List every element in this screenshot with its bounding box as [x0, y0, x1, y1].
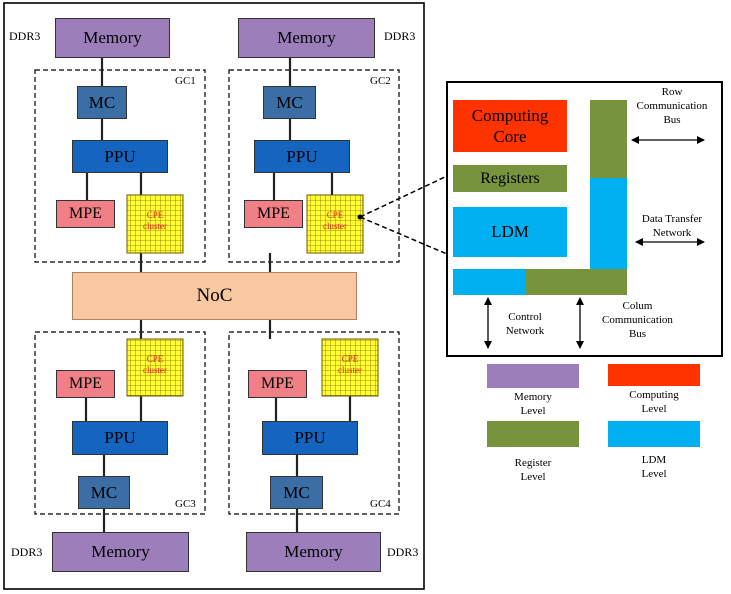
ddr3-label-1: DDR3	[9, 29, 41, 43]
core-panel-border	[446, 81, 723, 357]
gc4-label: GC4	[370, 498, 391, 510]
gc2-label: GC2	[370, 75, 391, 87]
mpe-gc1: MPE	[56, 200, 115, 228]
gc3-connectors	[84, 320, 143, 532]
computing-line1: Computing	[471, 105, 549, 125]
colum-bus-line1: Colum	[622, 300, 653, 312]
mc-gc4: MC	[270, 476, 323, 509]
ddr3-label-2: DDR3	[384, 29, 416, 43]
mc-gc3: MC	[78, 476, 130, 509]
chip-border	[3, 2, 425, 590]
legend-ldm-line1: LDM	[641, 454, 667, 466]
ddr3-label-3: DDR3	[11, 545, 43, 559]
cpe-text: CPE	[326, 210, 344, 220]
row-bus-line2: Communication	[636, 99, 708, 112]
gc1-cpe-grid	[126, 194, 184, 254]
cpe-text: CPE	[146, 354, 164, 364]
cluster-text: cluster	[323, 221, 347, 232]
memory-gc4: Memory	[246, 532, 381, 572]
legend-register-label: Register Level	[487, 457, 579, 485]
legend-memory-line1: Memory	[514, 391, 552, 403]
cpe-text: CPE	[146, 210, 164, 220]
mpe-gc3: MPE	[56, 370, 115, 398]
control-bar-blue	[453, 269, 525, 295]
bus-arrows	[484, 136, 705, 349]
legend-memory-line2: Level	[520, 404, 546, 417]
gc2-boundary	[228, 69, 400, 263]
row-bus-green	[590, 100, 627, 178]
row-bus-label: Row Communication Bus	[626, 86, 718, 127]
cluster-text: cluster	[143, 365, 167, 376]
legend-ldm-label: LDM Level	[608, 454, 700, 482]
data-transfer-line2: Network	[652, 226, 692, 239]
ddr3-label-4: DDR3	[387, 545, 419, 559]
mc-gc1: MC	[77, 86, 127, 119]
cluster-text: cluster	[338, 365, 362, 376]
data-transfer-label: Data Transfer Network	[628, 213, 716, 241]
row-bus-line1: Row	[661, 86, 683, 98]
ppu-gc1: PPU	[72, 140, 168, 173]
ppu-gc4: PPU	[262, 421, 358, 455]
gc1-boundary	[34, 69, 206, 263]
legend-register-line2: Level	[520, 470, 546, 483]
colum-bus-line2: Communication	[602, 313, 673, 326]
gc1-label: GC1	[175, 75, 196, 87]
legend-computing-swatch	[608, 364, 700, 386]
zoom-origin-dot	[357, 214, 363, 220]
mpe-gc4: MPE	[248, 370, 307, 398]
mpe-gc2: MPE	[244, 200, 303, 228]
data-transfer-line1: Data Transfer	[641, 213, 703, 225]
legend-memory-label: Memory Level	[487, 391, 579, 419]
gc2-cpe-grid	[306, 194, 364, 254]
zoom-lines	[359, 175, 448, 255]
control-network-label: Control Network	[492, 311, 558, 339]
row-bus-blue	[590, 178, 627, 270]
noc-block: NoC	[72, 272, 357, 320]
legend-computing-label: Computing Level	[608, 389, 700, 417]
memory-gc3: Memory	[52, 532, 189, 572]
legend-register-line1: Register	[514, 457, 552, 469]
colum-bus-green	[525, 269, 627, 295]
legend-ldm-swatch	[608, 421, 700, 447]
memory-gc1: Memory	[55, 18, 170, 58]
cluster-text: cluster	[143, 221, 167, 232]
legend-computing-line2: Level	[641, 402, 667, 415]
legend-computing-line1: Computing	[629, 389, 679, 401]
memory-gc2: Memory	[238, 18, 375, 58]
gc4-boundary	[228, 331, 400, 515]
gc1-connectors	[85, 58, 143, 272]
legend-ldm-line2: Level	[641, 467, 667, 480]
computing-line2: Core	[493, 127, 527, 146]
control-line1: Control	[508, 311, 542, 323]
ppu-gc3: PPU	[72, 421, 168, 455]
gc3-label: GC3	[175, 498, 196, 510]
gc2-connectors	[268, 58, 334, 272]
ldm-block: LDM	[453, 207, 567, 257]
legend-memory-swatch	[487, 364, 579, 388]
row-bus-line3: Bus	[663, 113, 681, 126]
gc3-cpe-grid	[126, 338, 184, 397]
cpe-text: CPE	[341, 354, 359, 364]
registers-block: Registers	[453, 165, 567, 192]
control-line2: Network	[505, 324, 545, 337]
computing-core-block: Computing Core	[453, 100, 567, 152]
gc3-boundary	[34, 331, 206, 515]
legend-register-swatch	[487, 421, 579, 447]
mc-gc2: MC	[263, 86, 316, 119]
colum-bus-line3: Bus	[628, 327, 647, 340]
gc4-cpe-grid	[321, 338, 379, 397]
colum-bus-label: Colum Communication Bus	[590, 300, 685, 341]
gc4-connectors	[268, 320, 352, 532]
ppu-gc2: PPU	[254, 140, 350, 173]
